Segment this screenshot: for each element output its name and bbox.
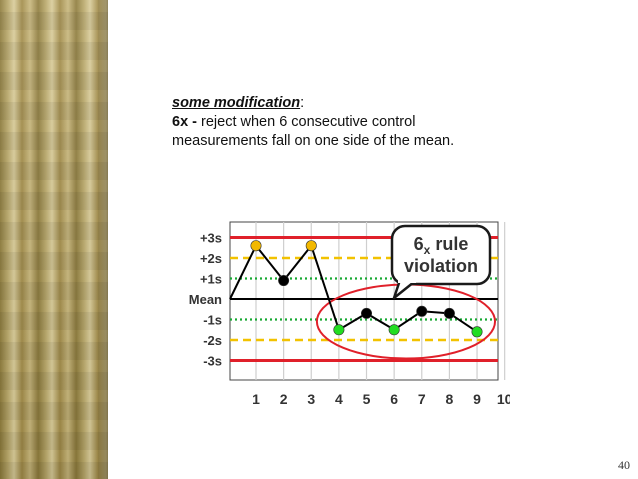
y-tick-label: +2s (200, 251, 222, 266)
x-tick-label: 10 (497, 391, 510, 407)
rule-code: 6x - (172, 114, 197, 130)
y-tick-label: +3s (200, 231, 222, 246)
series-line (229, 243, 478, 333)
x-tick-label: 6 (390, 391, 398, 407)
y-tick-label: -3s (203, 354, 222, 369)
data-point (250, 240, 262, 252)
x-tick-label: 4 (335, 391, 343, 407)
rule-description: reject when 6 consecutive control measur… (172, 114, 455, 149)
x-tick-label: 7 (418, 391, 426, 407)
data-point (388, 324, 400, 336)
data-point (361, 307, 373, 319)
slide-text: some modification: 6x - reject when 6 co… (172, 94, 492, 151)
y-tick-label: Mean (189, 292, 222, 307)
data-point (471, 326, 483, 338)
x-tick-label: 5 (363, 391, 371, 407)
x-tick-label: 1 (252, 391, 260, 407)
data-point (278, 275, 290, 287)
page-number: 40 (618, 458, 630, 472)
y-tick-label: -2s (203, 333, 222, 348)
slide-heading: some modification (172, 95, 301, 111)
x-tick-label: 2 (280, 391, 288, 407)
decorative-left-strip (0, 0, 108, 479)
callout-box (390, 224, 492, 286)
data-point (416, 305, 428, 317)
callout-pointer-mask (398, 278, 416, 283)
callout-line2: violation (404, 256, 478, 276)
x-tick-label: 9 (473, 391, 481, 407)
slide-heading-colon: : (300, 95, 305, 111)
data-point (443, 307, 455, 319)
y-tick-label: -1s (203, 313, 222, 328)
callout-title: 6x rule (414, 234, 469, 257)
x-tick-label: 8 (446, 391, 454, 407)
y-tick-label: +1s (200, 272, 222, 287)
data-point (305, 240, 317, 252)
data-point (333, 324, 345, 336)
x-tick-label: 3 (307, 391, 315, 407)
